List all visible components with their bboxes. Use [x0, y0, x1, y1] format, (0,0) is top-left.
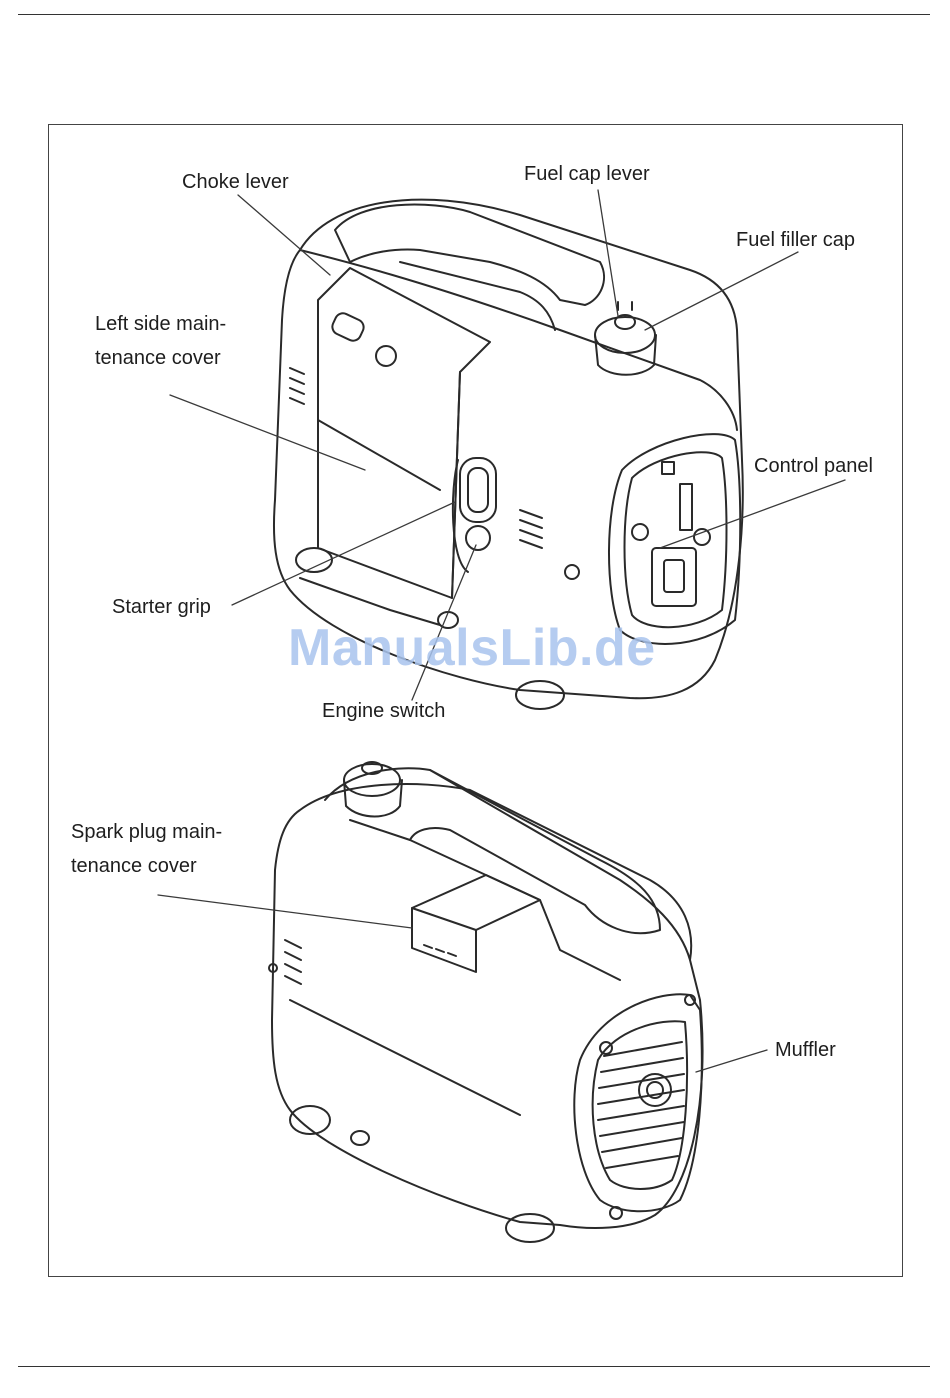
label-fuel-cap-lever: Fuel cap lever: [524, 157, 650, 191]
label-left-side-cover-line1: Left side main-: [95, 307, 226, 341]
label-control-panel: Control panel: [754, 449, 873, 483]
label-choke-lever: Choke lever: [182, 165, 289, 199]
label-left-side-cover-line2: tenance cover: [95, 341, 221, 375]
label-fuel-filler-cap: Fuel filler cap: [736, 223, 855, 257]
label-engine-switch: Engine switch: [322, 694, 445, 728]
label-spark-plug-cover-line1: Spark plug main-: [71, 815, 222, 849]
label-muffler: Muffler: [775, 1033, 836, 1067]
lower-generator-drawing: [269, 762, 703, 1242]
label-starter-grip: Starter grip: [112, 590, 211, 624]
label-spark-plug-cover-line2: tenance cover: [71, 849, 197, 883]
watermark: ManualsLib.de: [288, 618, 656, 678]
